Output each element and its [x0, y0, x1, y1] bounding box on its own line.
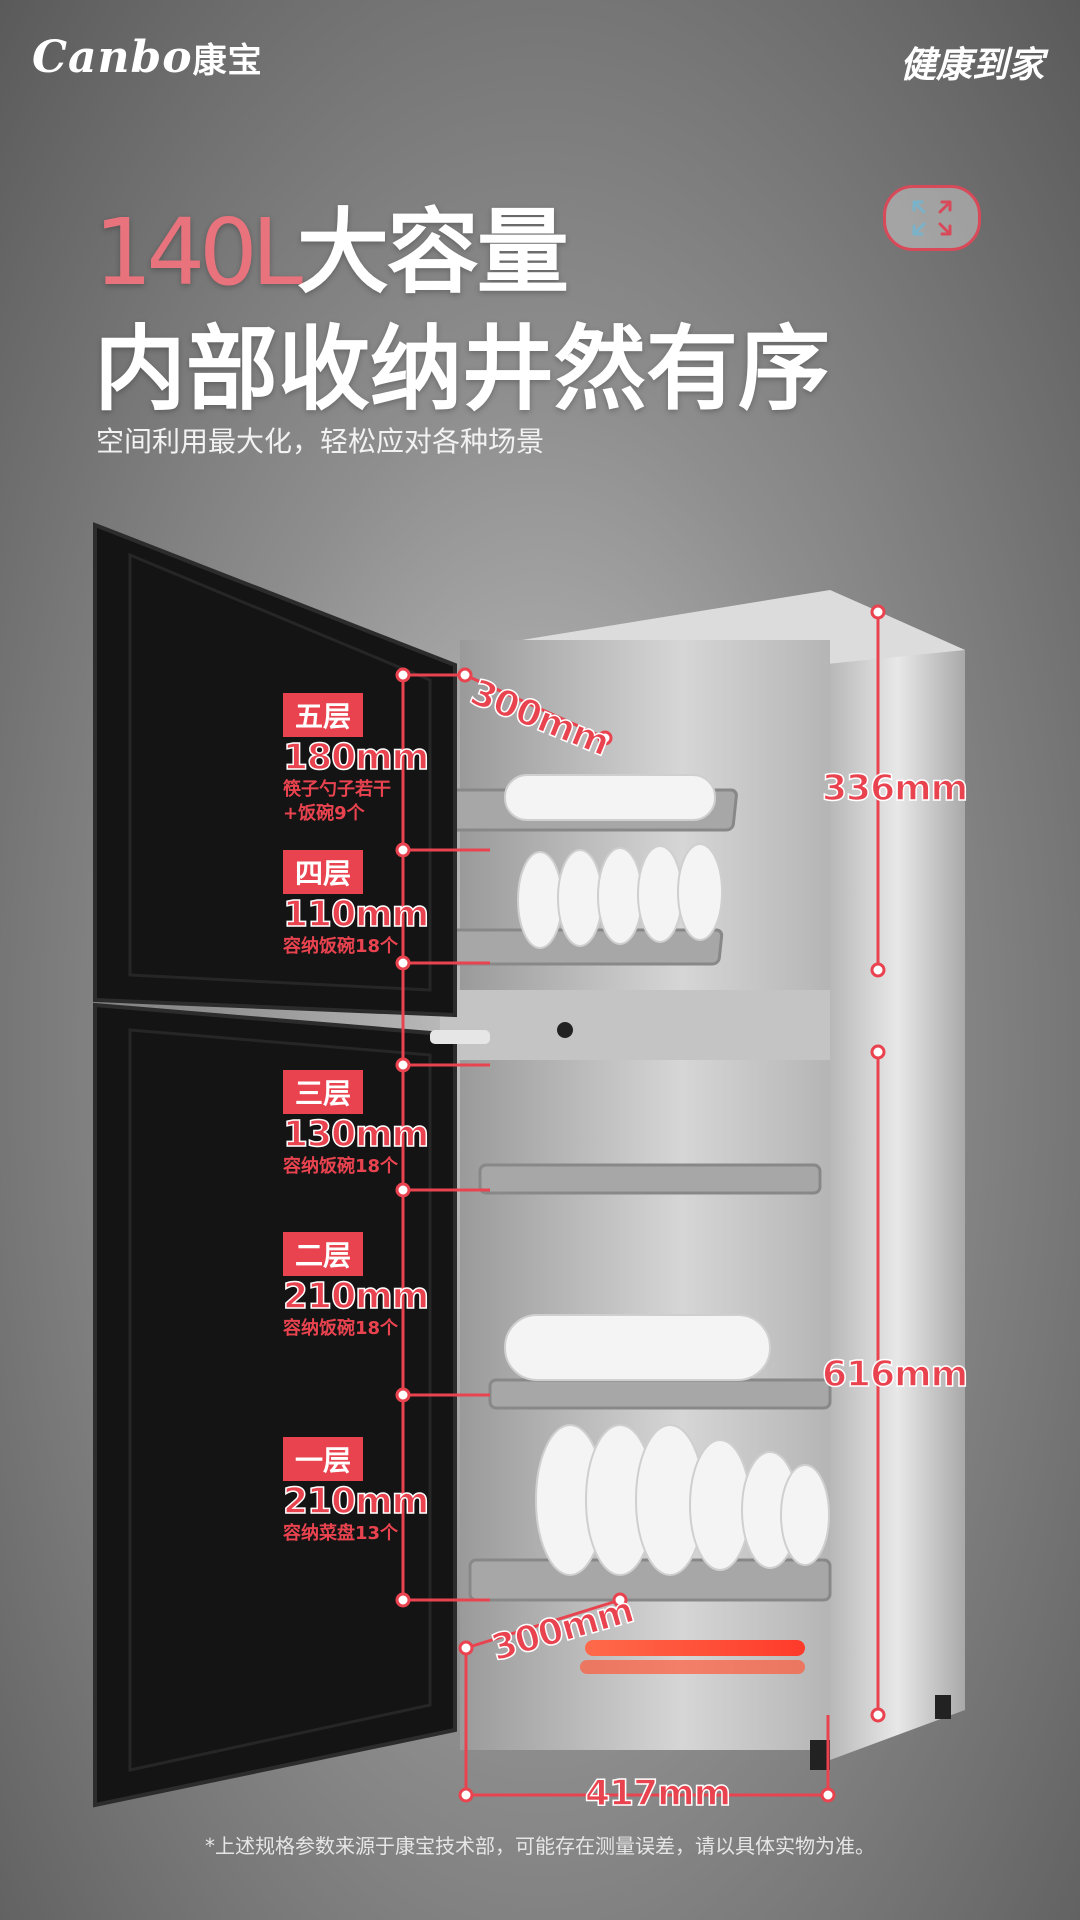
rack-2 [488, 1378, 832, 1410]
footnote: *上述规格参数来源于康宝技术部，可能存在测量误差，请以具体实物为准。 [205, 1834, 875, 1858]
indicator-light [557, 1022, 573, 1038]
layer-height: 210mm [282, 1275, 430, 1318]
heater-element [585, 1640, 805, 1656]
middle-divider [440, 990, 830, 1060]
layer-5-info: 五层 180mm 筷子勺子若干 +饭碗9个 [282, 693, 430, 826]
layer-4-info: 四层 110mm 容纳饭碗18个 [282, 850, 430, 959]
layer-desc: 筷子勺子若干 [283, 779, 391, 800]
rack-3 [478, 1163, 822, 1195]
layer-badge: 一层 [283, 1437, 364, 1481]
layer-desc: 容纳饭碗18个 [283, 1318, 399, 1339]
layer-height: 210mm [282, 1480, 430, 1523]
expand-button[interactable] [883, 185, 981, 251]
layer-height: 130mm [282, 1113, 430, 1156]
layer-height: 110mm [282, 893, 430, 936]
layer-3-info: 三层 130mm 容纳饭碗18个 [282, 1070, 430, 1179]
cabinet-side-panel [830, 590, 965, 1760]
dimension-lower-height: 616mm [821, 1353, 969, 1396]
headline-line2: 内部收纳井然有序 [94, 316, 831, 423]
plate-row-4 [517, 851, 563, 949]
layer-badge: 三层 [283, 1070, 364, 1114]
layer-desc-extra: +饭碗9个 [283, 803, 365, 824]
headline-capacity: 140L大容量 [94, 199, 569, 306]
bowl-stack-2 [504, 1314, 771, 1381]
upper-door [93, 522, 457, 1018]
layer-badge: 四层 [283, 850, 364, 894]
expand-arrows-icon [912, 200, 952, 236]
subtitle: 空间利用最大化，轻松应对各种场景 [96, 425, 545, 458]
cabinet-foot [810, 1740, 830, 1770]
layer-badge: 二层 [283, 1232, 364, 1276]
layer-desc: 容纳菜盘13个 [283, 1523, 399, 1544]
dimension-upper-height: 336mm [821, 767, 969, 810]
bowl-stack-5 [504, 774, 716, 821]
slogan-logo: 健康到家 [899, 45, 1044, 86]
layer-height: 180mm [282, 736, 430, 779]
layer-desc: 容纳饭碗18个 [283, 936, 399, 957]
door-hinge [430, 1030, 490, 1044]
lower-door [93, 1002, 457, 1808]
layer-2-info: 二层 210mm 容纳饭碗18个 [282, 1232, 430, 1341]
dimension-width: 417mm [584, 1772, 732, 1815]
layer-1-info: 一层 210mm 容纳菜盘13个 [282, 1437, 430, 1546]
layer-badge: 五层 [283, 693, 364, 737]
layer-desc: 容纳饭碗18个 [283, 1156, 399, 1177]
brand-logo: Canbo康宝 [32, 32, 263, 83]
